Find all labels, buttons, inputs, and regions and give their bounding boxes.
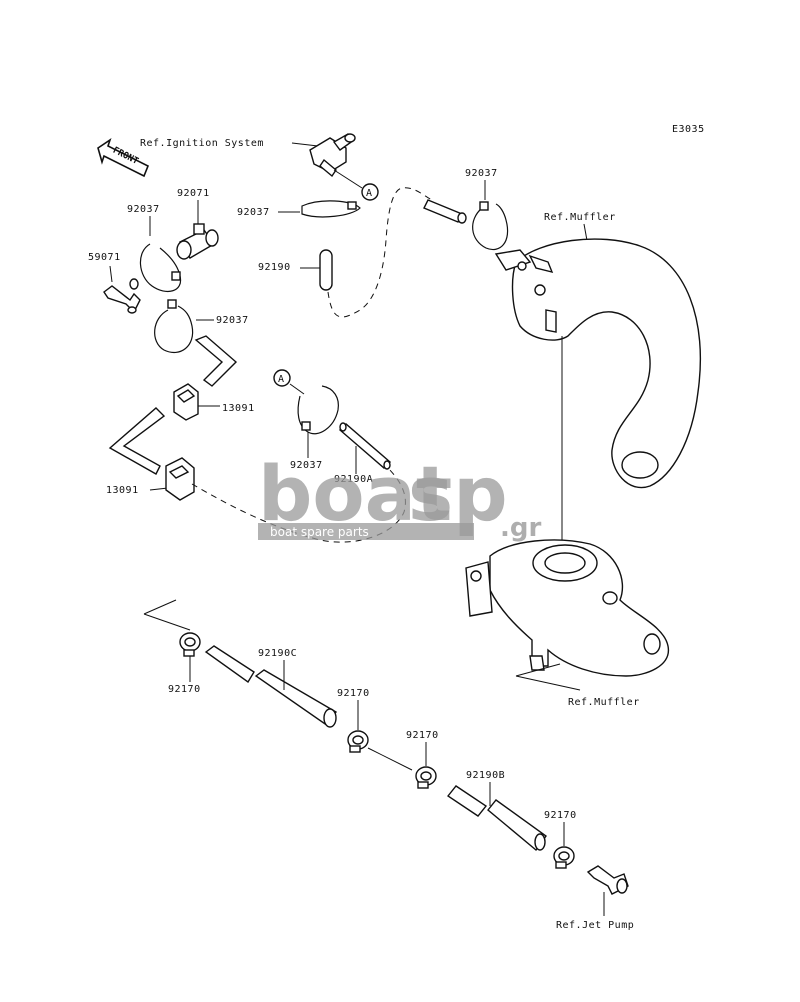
label-59071: 59071 — [88, 252, 121, 263]
label-92170-4: 92170 — [544, 810, 577, 821]
label-92037-center: 92037 — [237, 207, 270, 218]
watermark-tagline: boat spare parts — [270, 525, 369, 539]
label-13091-lower: 13091 — [106, 485, 139, 496]
clamp-92037-a — [297, 385, 339, 435]
hose-92190c — [204, 645, 337, 728]
clamp-92037-center — [301, 200, 361, 218]
leader-ref-muffler-bottom-b — [515, 663, 561, 677]
label-92170-1: 92170 — [168, 684, 201, 695]
label-ref-ignition: Ref.Ignition System — [140, 138, 264, 149]
pipe-59071 — [103, 278, 141, 314]
label-92037-right: 92037 — [465, 168, 498, 179]
callout-a-lower — [273, 369, 291, 387]
leader-13091-lower — [149, 487, 169, 491]
watermark-domain: .gr — [500, 513, 541, 543]
leader-left-lower — [143, 599, 177, 615]
leader-callout-a-lower — [289, 383, 305, 395]
clamp-92037-mid — [154, 299, 194, 354]
label-92170-2: 92170 — [337, 688, 370, 699]
hose-92190b — [446, 785, 547, 852]
fitting-13091-upper — [173, 383, 199, 421]
callout-a-top-label: A — [366, 188, 373, 199]
muffler-lower — [465, 539, 669, 677]
label-ref-jet-pump: Ref.Jet Pump — [556, 920, 634, 931]
watermark-tagline-bar — [258, 523, 474, 540]
leader-59071 — [109, 265, 113, 283]
clamp-92170-3 — [415, 766, 437, 789]
label-92037-left: 92037 — [127, 204, 160, 215]
label-92190b: 92190B — [466, 770, 505, 781]
clamp-92170-4 — [553, 846, 575, 869]
label-92190a: 92190A — [334, 474, 373, 485]
front-arrow-icon: FRONT — [97, 138, 150, 178]
clamp-92037-left — [139, 243, 182, 293]
label-92071: 92071 — [177, 188, 210, 199]
hose-stub-upper-right — [423, 199, 467, 224]
callout-a-lower-label: A — [278, 374, 285, 385]
ignition-fitting — [309, 133, 356, 178]
muffler-upper — [494, 238, 702, 489]
hose-92190 — [319, 249, 333, 291]
hose-routing-dashed-lower — [191, 465, 406, 543]
fitting-jet-pump — [586, 865, 629, 895]
hose-92190a — [338, 422, 392, 470]
clamp-92170-2 — [347, 730, 369, 753]
fitting-92071 — [176, 223, 219, 260]
leader-left-upper — [143, 613, 191, 631]
clamp-92037-right — [472, 201, 509, 251]
fitting-13091-lower — [165, 457, 195, 501]
label-ref-muffler-top: Ref.Muffler — [544, 212, 616, 223]
label-92037-mid: 92037 — [216, 315, 249, 326]
leader-ref-ignition — [291, 142, 319, 147]
label-ref-muffler-bottom: Ref.Muffler — [568, 697, 640, 708]
label-13091-upper: 13091 — [222, 403, 255, 414]
hose-bend-lower — [108, 407, 166, 475]
leader-92170-2-3 — [367, 747, 413, 771]
clamp-92170-1 — [179, 632, 201, 657]
hose-routing-dashed-top — [327, 187, 433, 318]
leader-ref-muffler-bottom-a — [515, 675, 581, 691]
label-92037-a: 92037 — [290, 460, 323, 471]
callout-a-top — [361, 183, 379, 201]
label-92170-3: 92170 — [406, 730, 439, 741]
diagram-code: E3035 — [672, 124, 705, 135]
watermark-logo: boat sp .gr boat spare parts — [258, 449, 541, 543]
label-92190c: 92190C — [258, 648, 297, 659]
leader-callout-a-top — [333, 169, 363, 189]
hose-bend-upper — [194, 335, 238, 387]
label-92190: 92190 — [258, 262, 291, 273]
